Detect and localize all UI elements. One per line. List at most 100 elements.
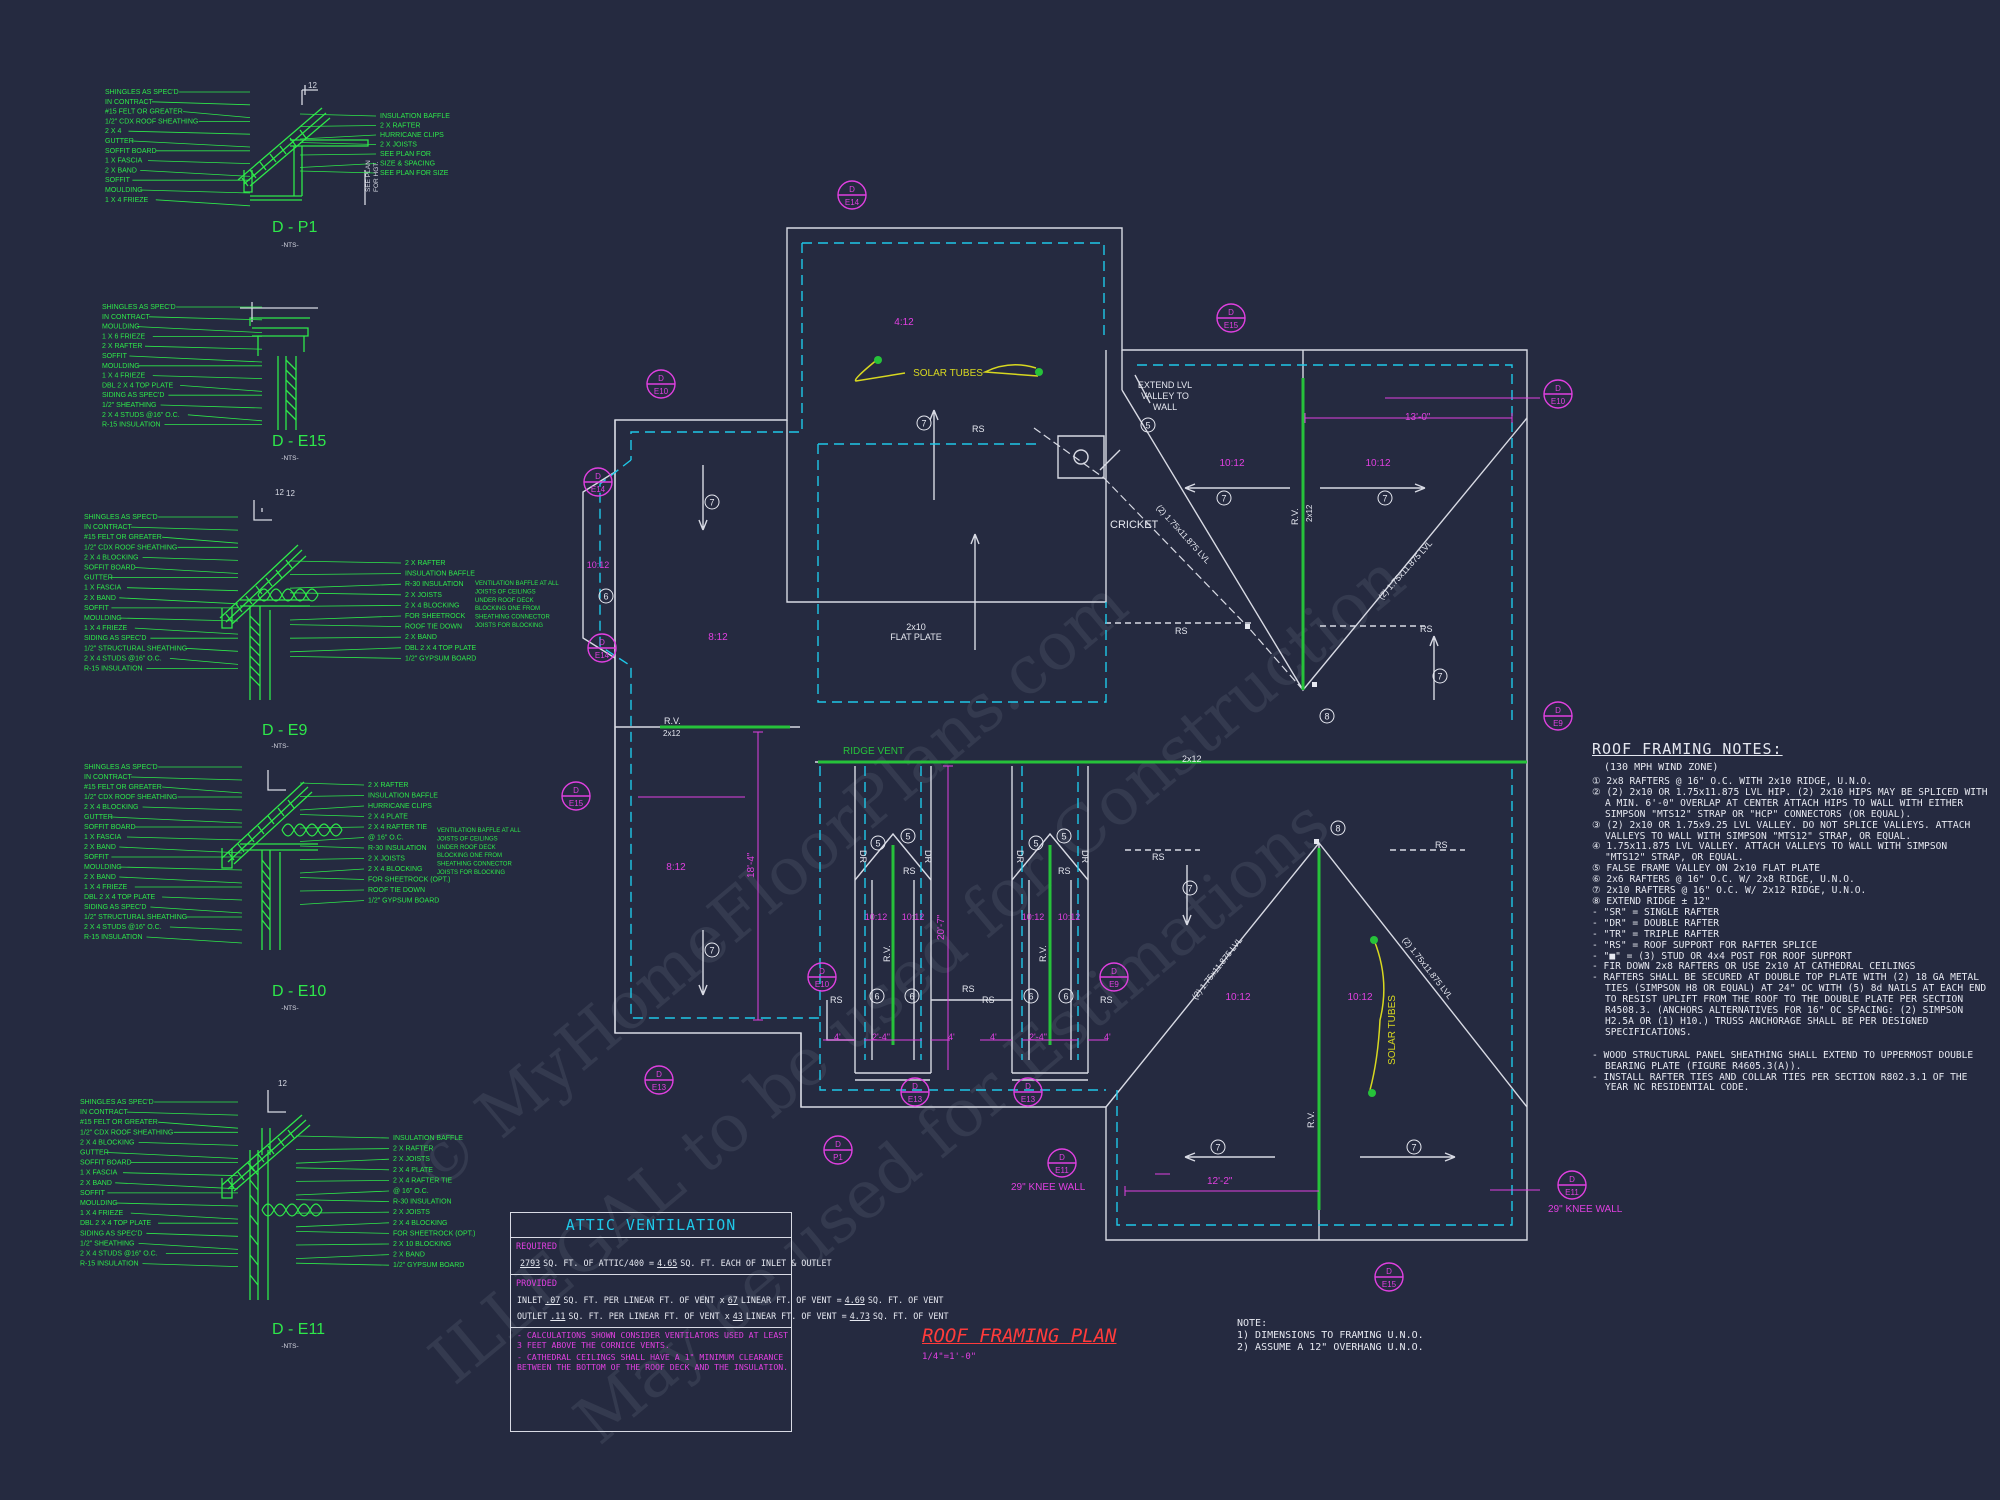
- callout-circle: [870, 835, 886, 851]
- detail-leader: [295, 1190, 390, 1196]
- dimension-label: 4': [948, 1032, 955, 1042]
- detail-label: 1 X FASCIA: [80, 1170, 118, 1177]
- detail-d-e10-drawing: [221, 770, 343, 950]
- dimension-label: 18'-4": [746, 852, 757, 878]
- detail-label: INSULATION BAFFLE: [380, 113, 450, 120]
- callout-circle: [1210, 1139, 1226, 1155]
- detail-label: 1/2" STRUCTURAL SHEATHING: [84, 645, 187, 652]
- detail-label: R-30 INSULATION: [393, 1199, 452, 1206]
- detail-leader: [142, 1263, 239, 1267]
- callout-circle: [1406, 1139, 1422, 1155]
- detail-leader: [126, 1111, 239, 1116]
- detail-label: 2 X BAND: [80, 1180, 112, 1187]
- detail-extra: SEE PLAN: [365, 160, 372, 192]
- detail-green-note: SHEATHING CONNECTOR: [475, 615, 550, 621]
- detail-leader: [111, 816, 243, 824]
- detail-label: SOFFIT BOARD: [80, 1160, 132, 1167]
- rs-label: RS: [1175, 626, 1188, 636]
- inlet-rate: .07: [545, 1295, 561, 1305]
- detail-label: HURRICANE CLIPS: [368, 803, 432, 810]
- dimension-label: 4': [834, 1032, 841, 1042]
- notes-subtitle: (130 MPH WIND ZONE): [1604, 762, 1719, 773]
- detail-label: @ 16" O.C.: [368, 835, 404, 842]
- inlet-unit: SQ. FT. OF VENT: [867, 1295, 944, 1305]
- detail-label: IN CONTRACT: [105, 99, 154, 106]
- detail-label: 1/2" GYPSUM BOARD: [393, 1262, 464, 1269]
- detail-leader: [295, 1211, 390, 1214]
- detail-pitch: 12: [278, 1079, 287, 1088]
- detail-label: #15 FELT OR GREATER: [105, 109, 183, 116]
- detail-label: MOULDING: [102, 324, 140, 331]
- detail-leader: [144, 345, 263, 350]
- pitch-label: 10:12: [1058, 912, 1081, 922]
- pitch-label: 10:12: [1219, 458, 1244, 469]
- detail-scale: -NTS-: [271, 743, 288, 750]
- detail-green-note: JOISTS OF CEILINGS: [437, 836, 498, 842]
- callout-circle: [1028, 835, 1044, 851]
- section-bubble-label: D: [599, 638, 605, 647]
- section-bubble-label: E13: [1021, 1095, 1036, 1104]
- detail-leader: [146, 936, 243, 944]
- section-bubble-label: E11: [1055, 1166, 1069, 1175]
- detail-label: INSULATION BAFFLE: [393, 1135, 463, 1142]
- detail-label: 2 X JOISTS: [393, 1209, 430, 1216]
- detail-leader: [155, 199, 251, 207]
- detail-label: SOFFIT: [105, 177, 131, 184]
- detail-leader: [162, 896, 243, 901]
- section-bubble-label: E15: [569, 799, 584, 808]
- detail-leader: [299, 142, 377, 145]
- section-bubble-label: E13: [652, 1083, 667, 1092]
- section-details: [219, 85, 369, 1300]
- callout-circle: [1023, 988, 1039, 1004]
- dimension-label: 12'-2": [1207, 1176, 1233, 1187]
- section-bubble-label: E15: [1382, 1280, 1397, 1289]
- detail-leader: [130, 526, 239, 531]
- rs-label: RS: [830, 995, 843, 1005]
- callout-number: 5: [1061, 832, 1066, 842]
- note-line: - "TR" = TRIPLE RAFTER: [1592, 928, 1720, 940]
- detail-label: 1/2" SHEATHING: [102, 402, 156, 409]
- extend-lvl-label: VALLEY TO: [1141, 391, 1189, 401]
- detail-leader: [169, 926, 243, 931]
- attic-note-2: - CATHEDRAL CEILINGS SHALL HAVE A 1" MIN…: [517, 1352, 789, 1372]
- detail-label: 2 X 4 RAFTER TIE: [368, 824, 427, 831]
- rs-label: RS: [1435, 840, 1448, 850]
- provided-label: PROVIDED: [516, 1279, 557, 1289]
- detail-green-note: UNDER ROOF DECK: [437, 845, 496, 851]
- callout-number: 5: [905, 832, 910, 842]
- detail-label: 1/2" CDX ROOF SHEATHING: [84, 544, 177, 551]
- detail-leader: [119, 866, 243, 871]
- detail-pitch: 12: [275, 488, 284, 497]
- detail-leader: [289, 615, 402, 621]
- section-bubble-label: D: [1228, 308, 1234, 317]
- note-line: ⑧ EXTEND RIDGE ± 12": [1592, 895, 1711, 907]
- general-note-line-2: 2) ASSUME A 12" OVERHANG U.N.O.: [1237, 1342, 1424, 1353]
- inlet-value: 4.69: [844, 1295, 865, 1305]
- detail-leader: [119, 846, 243, 854]
- detail-leader: [299, 845, 365, 849]
- detail-label: SOFFIT BOARD: [105, 148, 157, 155]
- detail-leader: [295, 1243, 390, 1246]
- detail-label: R-15 INSULATION: [80, 1261, 139, 1268]
- detail-leader: [132, 140, 251, 148]
- detail-leader: [142, 557, 239, 561]
- detail-green-note: JOISTS FOR BLOCKING: [475, 623, 543, 629]
- detail-leader: [299, 877, 365, 880]
- callout-number: 6: [874, 992, 879, 1002]
- detail-leader: [295, 1254, 390, 1259]
- pitch-label: 8:12: [708, 632, 728, 643]
- cricket-label: CRICKET: [1110, 519, 1159, 531]
- detail-leader: [134, 567, 239, 574]
- detail-label: 1/2" STRUCTURAL SHEATHING: [84, 914, 187, 921]
- detail-d-p1-drawing: [237, 85, 369, 205]
- detail-extra: FOR HGT.: [373, 161, 380, 192]
- pitch-label: 10:12: [865, 912, 888, 922]
- detail-label: ROOF TIE DOWN: [405, 624, 462, 631]
- detail-leader: [289, 636, 402, 639]
- detail-green-note: UNDER ROOF DECK: [475, 598, 534, 604]
- detail-label: IN CONTRACT: [102, 314, 151, 321]
- ridge-vent-label: RIDGE VENT: [843, 746, 904, 757]
- detail-title: D - E10: [272, 983, 326, 1000]
- detail-leader: [129, 355, 263, 363]
